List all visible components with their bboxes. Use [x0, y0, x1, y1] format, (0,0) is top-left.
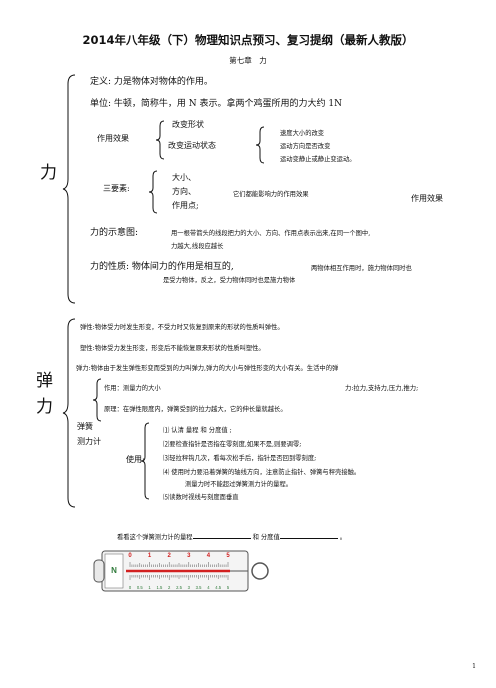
scale-bottom-number: 3.5	[196, 585, 202, 590]
use-label: 使用:	[126, 455, 145, 464]
diagram-text-2: 力越大,线段应越长	[171, 243, 224, 250]
element-direction: 方向、	[172, 187, 196, 196]
elastic-heading-1: 弹	[36, 371, 53, 391]
motion-brace	[255, 126, 265, 164]
scale-top-number: 4	[207, 553, 211, 559]
spring-scale-figure: N 0 1 2 3 4 5 0 0.5 1 1.5 2 2.5 3 3.5 4 4.5 5	[90, 548, 275, 594]
scale-top-number: 3	[187, 553, 191, 559]
question-text: 看看这个弹簧测力计的量程	[117, 534, 193, 541]
scale-brace	[92, 378, 102, 422]
elements-right-note: 作用效果	[411, 194, 443, 203]
division-blank[interactable]	[279, 530, 338, 539]
nature-row: 力的性质: 物体间力的作用是相互的,	[90, 259, 234, 272]
scale-bottom-number: 2.5	[176, 585, 182, 590]
scale-unit-label: N	[111, 566, 117, 575]
scale-label-2: 测力计	[77, 437, 101, 446]
scale-function-right: 力:拉力,支持力,压力,推力;	[345, 385, 419, 392]
scale-bottom-number: 1	[148, 585, 151, 590]
effect-motion: 改变运动状态	[168, 141, 216, 150]
scale-top-number: 0	[128, 553, 132, 559]
scale-top-number: 5	[226, 553, 230, 559]
motion-rest: 运动变静止或静止变运动。	[280, 156, 356, 163]
use-step-1: ⑴ 认清 量程 和 分度值 ;	[163, 427, 232, 434]
use-step-4: ⑷ 使用时力要沿着弹簧的轴线方向，注意防止指针、弹簧与秤壳接触。	[163, 469, 361, 476]
scale-bottom-number: 0.5	[137, 585, 143, 590]
chapter-heading: 第七章 力	[229, 56, 267, 65]
force-brace	[62, 74, 76, 304]
use-step-5: ⑸读数时视线与刻度面垂直	[163, 494, 239, 501]
motion-direction: 运动方向是否改变	[280, 143, 331, 150]
element-point: 作用点;	[172, 201, 199, 210]
use-brace	[140, 422, 150, 500]
elastic-force-text: 弹力:物体由于发生弹性形变而受到的力叫弹力,弹力的大小与弹性形变的大小有关。生活…	[76, 365, 339, 372]
elements-label: 三要素:	[103, 184, 130, 193]
elements-note: 它们都能影响力的作用效果	[233, 191, 309, 198]
definition-text: 力是物体对物体的作用。	[113, 77, 213, 87]
force-heading: 力	[40, 163, 57, 183]
elastic-heading-2: 力	[36, 397, 53, 417]
elasticity-text: 弹性:物体受力时发生形变，不受力时又恢复到原来的形状的性质叫弹性。	[80, 324, 284, 331]
effect-brace	[155, 120, 165, 160]
scale-bottom-number: 1.5	[156, 585, 162, 590]
definition-row: 定义: 力是物体对物体的作用。	[90, 74, 213, 87]
scale-principle: 原理：在弹性限度内，弹簧受到的拉力越大，它的伸长量就越长。	[104, 406, 287, 413]
scale-bottom-number: 4.5	[215, 585, 221, 590]
element-size: 大小、	[172, 173, 196, 182]
question-row: 看看这个弹簧测力计的量程 和 分度值 。	[117, 530, 346, 541]
page-number: 1	[472, 663, 476, 670]
effect-shape: 改变形状	[172, 120, 204, 129]
scale-top-number: 2	[168, 553, 172, 559]
elastic-brace	[62, 318, 76, 508]
question-and: 和 分度值	[252, 534, 280, 541]
nature-text: 物体间力的作用是相互的,	[131, 262, 234, 272]
nature-label: 力的性质:	[90, 262, 130, 272]
scale-hook-end	[93, 559, 105, 583]
nature-small-2: 是受力物体，反之，受力物体同时也是施力物体	[163, 277, 296, 284]
scale-ring	[251, 562, 269, 580]
elements-brace	[148, 170, 158, 214]
diagram-label: 力的示意图:	[90, 228, 139, 238]
page-title: 2014年八年级（下）物理知识点预习、复习提纲（最新人教版）	[82, 33, 414, 47]
use-step-4b: 测量力时不能超过弹簧测力计的量程。	[185, 481, 293, 488]
unit-text: 牛顿，简称牛，用 N 表示。拿两个鸡蛋所用的力大约 1N	[113, 99, 342, 109]
question-end: 。	[339, 534, 347, 541]
nature-small-1: 两物体相互作用时，施力物体同时也	[311, 265, 412, 272]
scale-function: 作用：测量力的大小	[104, 385, 161, 392]
scale-label-1: 弹簧	[77, 422, 93, 431]
scale-bottom-number: 3	[188, 585, 191, 590]
scale-top-number: 1	[148, 553, 152, 559]
range-blank[interactable]	[192, 530, 251, 539]
definition-label: 定义:	[90, 77, 112, 87]
diagram-text-1: 用一根带箭头的线段把力的大小、方向、作用点表示出来,在同一个图中,	[171, 230, 371, 237]
scale-bottom-number: 4	[207, 585, 210, 590]
unit-label: 单位:	[90, 99, 112, 109]
unit-row: 单位: 牛顿，简称牛，用 N 表示。拿两个鸡蛋所用的力大约 1N	[90, 96, 342, 109]
scale-bottom-number: 2	[168, 585, 171, 590]
scale-bottom-number: 0	[129, 585, 132, 590]
use-step-2: ⑵要检查指针是否指在零刻度,如果不是,则要调零;	[163, 441, 302, 448]
scale-bottom-number: 5	[227, 585, 230, 590]
effect-label: 作用效果	[97, 134, 129, 143]
use-step-3: ⑶轻拉秤钩几次，看每次松手后，指针是否回到零刻度;	[163, 455, 317, 462]
motion-speed: 速度大小的改变	[280, 130, 325, 137]
plasticity-text: 塑性:物体受力发生形变，形变后不能恢复原来形状的性质叫塑性。	[80, 345, 265, 352]
